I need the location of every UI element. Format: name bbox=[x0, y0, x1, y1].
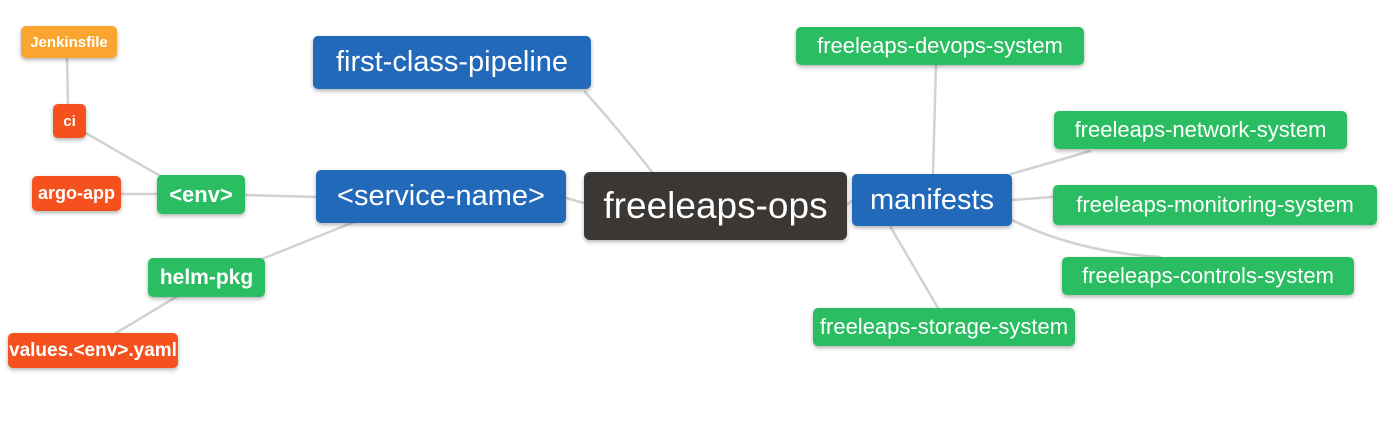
node-freeleaps-ops-root[interactable]: freeleaps-ops bbox=[584, 172, 847, 240]
edge-env-service-name bbox=[243, 193, 318, 199]
node-ci[interactable]: ci bbox=[53, 104, 86, 138]
edge-jenkinsfile-ci bbox=[65, 56, 70, 106]
node-freeleaps-controls-system[interactable]: freeleaps-controls-system bbox=[1062, 257, 1354, 295]
edge-service-name-helm-pkg bbox=[260, 220, 356, 261]
node-freeleaps-network-system-label: freeleaps-network-system bbox=[1074, 117, 1327, 142]
node-values-env-yaml[interactable]: values.<env>.yaml bbox=[8, 333, 178, 368]
node-freeleaps-devops-system-label: freeleaps-devops-system bbox=[817, 33, 1063, 58]
edge-manifests-monitoring bbox=[1010, 195, 1055, 202]
edge-manifests-controls bbox=[1010, 218, 1162, 259]
node-freeleaps-monitoring-system-label: freeleaps-monitoring-system bbox=[1076, 192, 1354, 217]
node-helm-pkg-label: helm-pkg bbox=[159, 265, 254, 289]
node-env[interactable]: <env> bbox=[157, 175, 245, 214]
node-argo-app[interactable]: argo-app bbox=[32, 176, 121, 211]
node-freeleaps-controls-system-label: freeleaps-controls-system bbox=[1082, 263, 1334, 288]
node-env-label: <env> bbox=[169, 181, 233, 207]
node-freeleaps-monitoring-system[interactable]: freeleaps-monitoring-system bbox=[1053, 185, 1377, 225]
node-jenkinsfile[interactable]: Jenkinsfile bbox=[21, 26, 117, 58]
node-freeleaps-devops-system[interactable]: freeleaps-devops-system bbox=[796, 27, 1084, 65]
node-service-name-label: <service-name> bbox=[337, 180, 545, 212]
node-service-name[interactable]: <service-name> bbox=[316, 170, 566, 223]
node-freeleaps-storage-system[interactable]: freeleaps-storage-system bbox=[813, 308, 1075, 346]
edge-first-class-pipeline-ops bbox=[583, 90, 654, 174]
edge-ops-manifests bbox=[845, 199, 854, 207]
edge-manifests-storage bbox=[888, 224, 940, 310]
node-manifests-label: manifests bbox=[869, 183, 995, 216]
edge-manifests-network bbox=[1009, 149, 1092, 176]
node-ci-label: ci bbox=[63, 112, 76, 130]
node-argo-app-label: argo-app bbox=[37, 183, 115, 203]
node-first-class-pipeline[interactable]: first-class-pipeline bbox=[313, 36, 591, 89]
edge-helm-pkg-values bbox=[114, 295, 178, 335]
node-jenkinsfile-label: Jenkinsfile bbox=[30, 33, 108, 51]
node-helm-pkg[interactable]: helm-pkg bbox=[148, 258, 265, 297]
node-manifests[interactable]: manifests bbox=[852, 174, 1012, 226]
node-freeleaps-network-system[interactable]: freeleaps-network-system bbox=[1054, 111, 1347, 149]
edge-ci-env bbox=[82, 130, 164, 179]
edge-manifests-devops bbox=[931, 63, 938, 176]
node-freeleaps-storage-system-label: freeleaps-storage-system bbox=[819, 314, 1069, 339]
node-freeleaps-ops-label: freeleaps-ops bbox=[603, 185, 828, 226]
edge-service-name-ops bbox=[564, 196, 586, 205]
node-values-env-yaml-label: values.<env>.yaml bbox=[9, 339, 177, 361]
node-first-class-pipeline-label: first-class-pipeline bbox=[335, 46, 569, 78]
